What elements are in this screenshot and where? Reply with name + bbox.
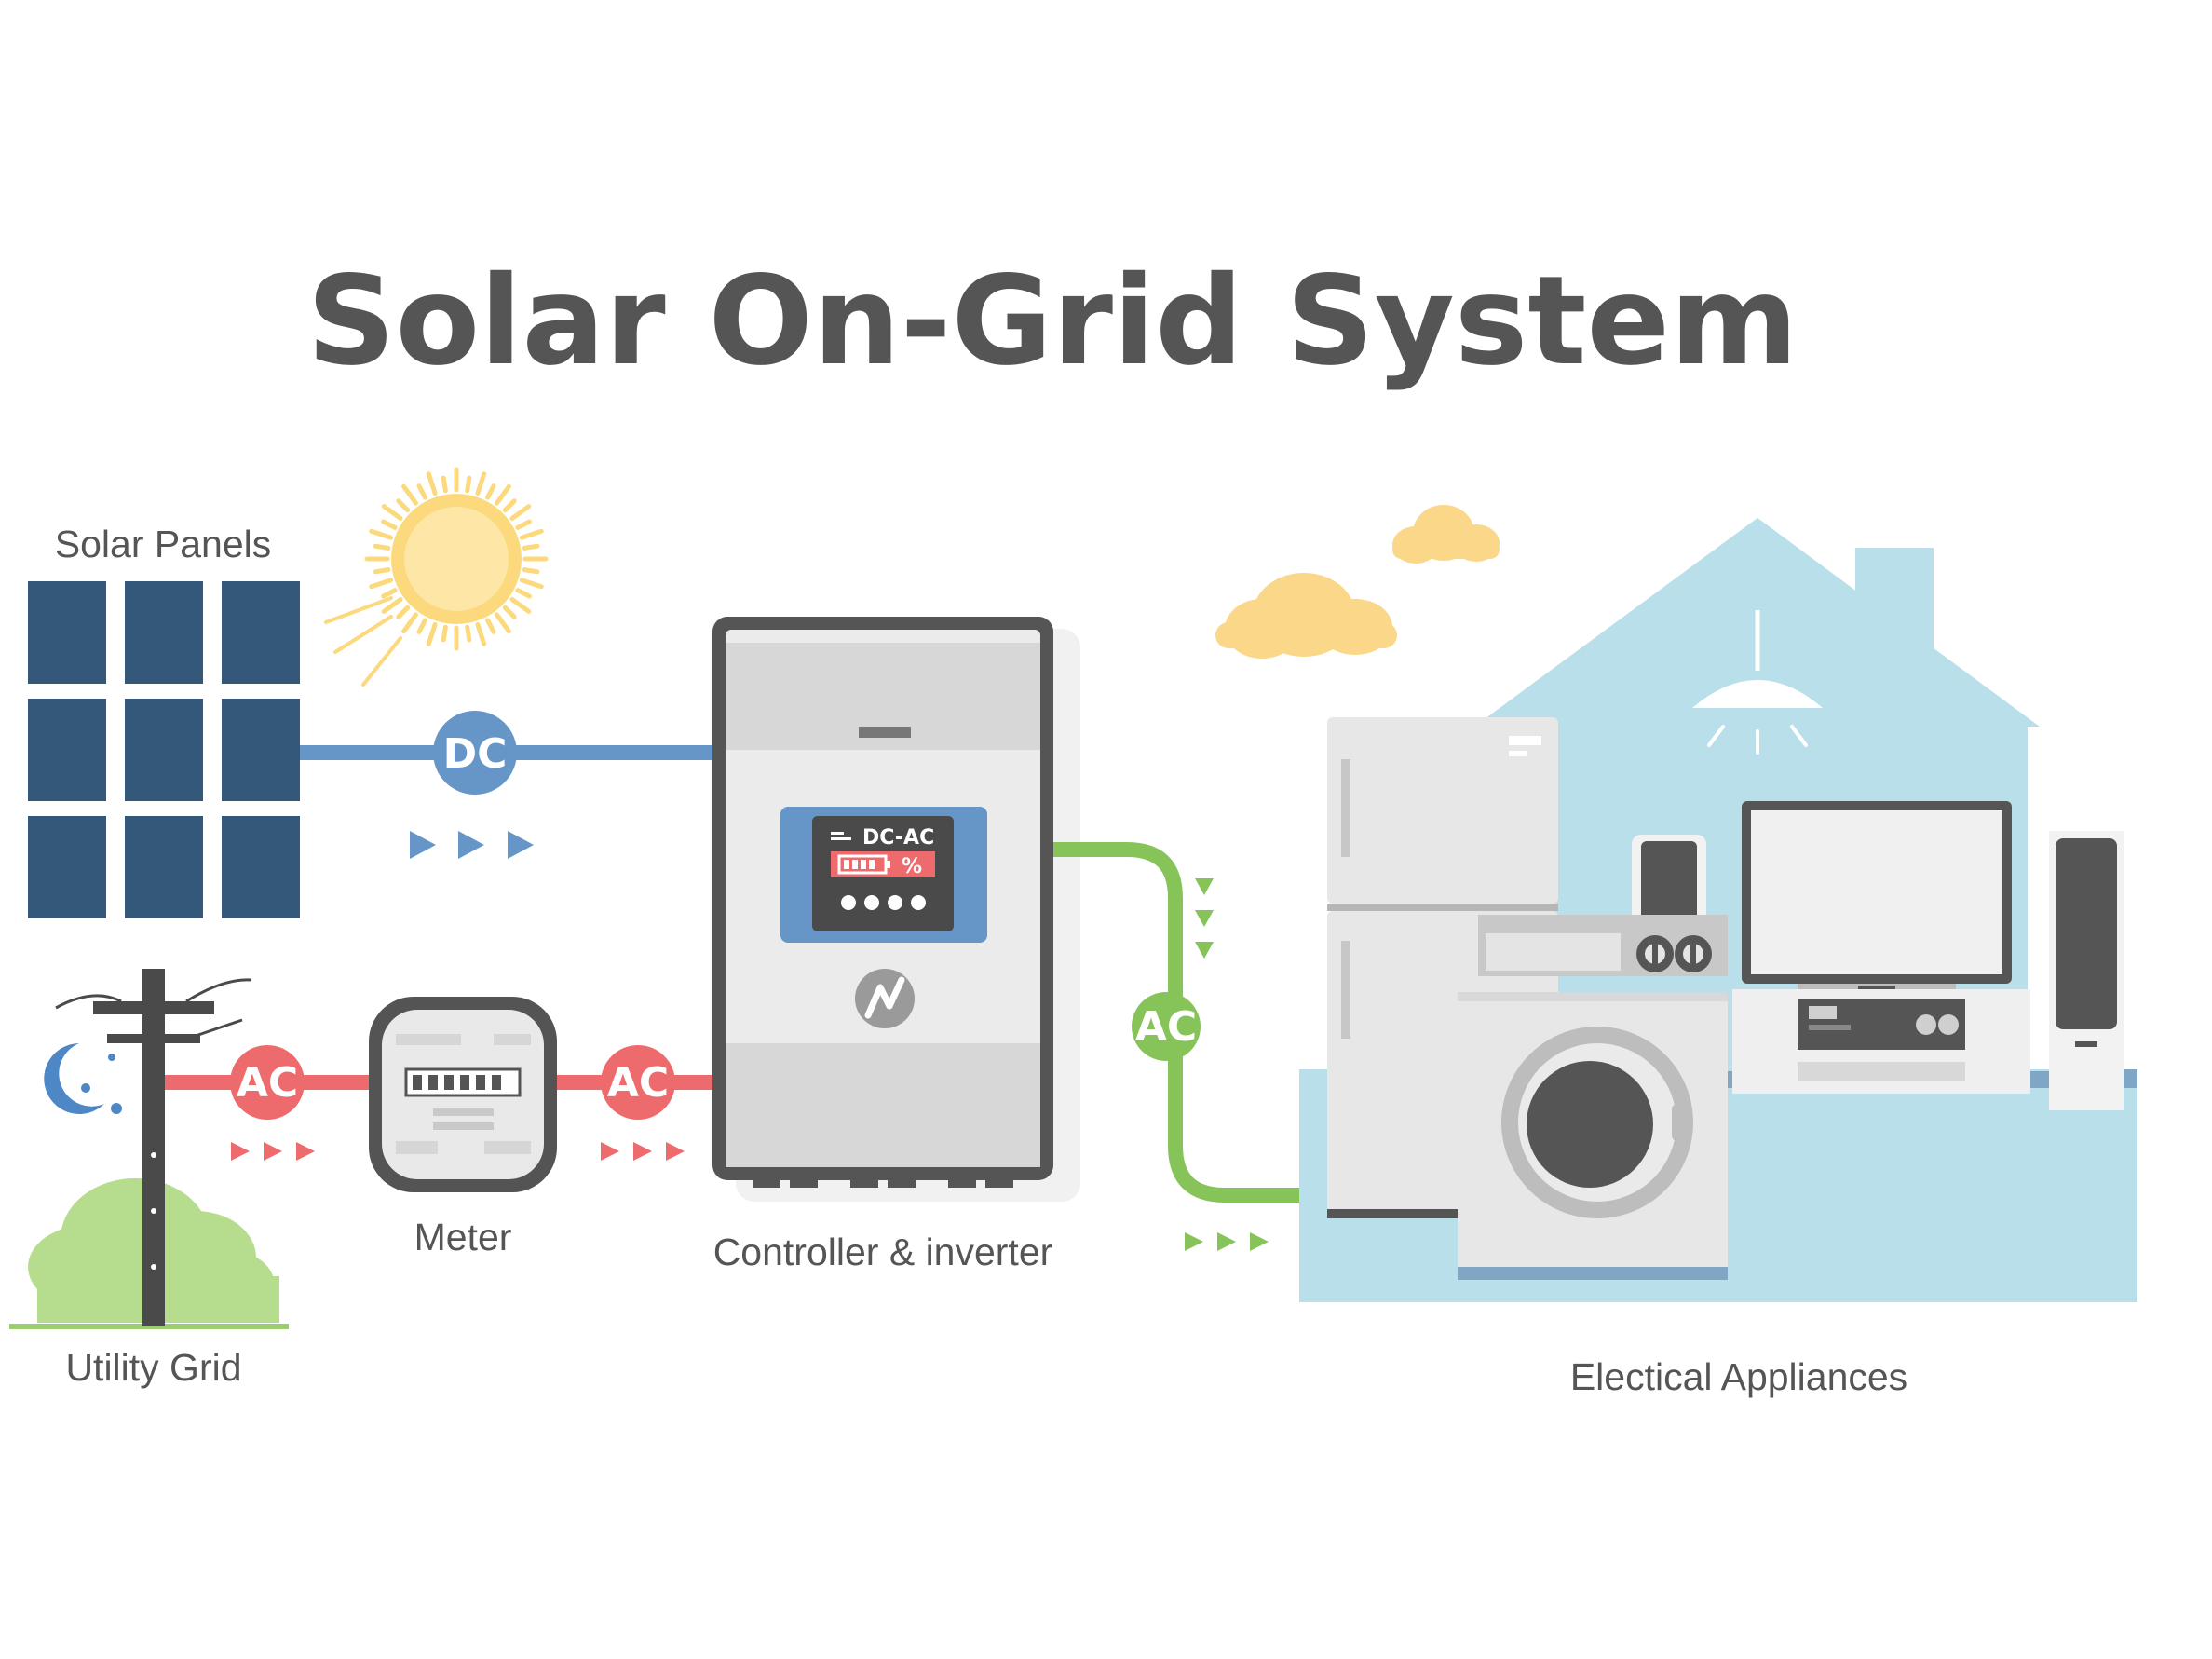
sun-ray <box>485 483 496 500</box>
meter <box>369 997 557 1192</box>
inverter-screen-percent: % <box>902 855 922 878</box>
sun-ray <box>522 543 540 551</box>
stars-icon <box>81 1054 122 1114</box>
sun-ray <box>502 605 517 619</box>
sun-ray <box>502 498 517 513</box>
sun-ray <box>519 578 544 590</box>
dc-connection: DC <box>300 711 717 859</box>
sun-ray <box>373 543 391 551</box>
sun-ray <box>522 567 540 575</box>
sun-ray <box>515 588 532 599</box>
dc-flow-arrows <box>410 831 534 859</box>
sun-ray <box>396 498 411 513</box>
ac-output-badge: AC <box>1135 1003 1197 1051</box>
sun-ray <box>495 612 511 634</box>
utility-grid <box>9 969 289 1329</box>
sun-ray <box>475 471 487 496</box>
ac-grid-flow-arrows <box>231 1142 315 1161</box>
refrigerator <box>1327 717 1558 1218</box>
speaker-tall <box>2049 831 2124 1110</box>
ac-meter-badge: AC <box>607 1059 669 1107</box>
meter-label: Meter <box>414 1216 512 1258</box>
television <box>1742 801 2012 991</box>
sun-ray <box>475 621 487 646</box>
speaker-small <box>1632 835 1706 937</box>
sun-ray <box>426 621 438 646</box>
sun-ray <box>396 605 411 619</box>
inverter-screen-dots <box>841 895 926 910</box>
sun-ray <box>416 618 427 634</box>
ac-grid-connection: AC <box>165 1045 373 1161</box>
electrical-appliances <box>1327 717 2124 1280</box>
sun-ray <box>441 475 448 494</box>
sun-ray <box>495 483 511 506</box>
sun-ray <box>381 597 403 614</box>
sun-ray <box>381 504 403 521</box>
sun-ray <box>465 475 472 494</box>
solar-panels <box>28 581 300 918</box>
sun-ray <box>416 483 427 500</box>
sun-ray <box>519 528 544 540</box>
sun-ray <box>373 567 391 575</box>
inverter-connectors <box>753 1167 1013 1188</box>
sun-ray <box>401 612 418 634</box>
sun-ray <box>509 504 532 521</box>
appliances-label: Electical Appliances <box>1570 1355 1907 1398</box>
sun-ray <box>465 624 472 643</box>
sun-ray <box>381 588 398 599</box>
cloud-icon <box>1215 573 1397 659</box>
dc-badge: DC <box>443 730 508 778</box>
ac-meter-flow-arrows <box>601 1142 685 1161</box>
sun-ray <box>401 483 418 506</box>
inverter-logo-icon <box>855 969 915 1028</box>
ac-grid-badge: AC <box>237 1059 298 1107</box>
sun-rays-icon <box>324 596 402 687</box>
sun-ray <box>485 618 496 634</box>
ac-output-flow-arrows-down <box>1195 878 1214 959</box>
sun-ray <box>369 578 394 590</box>
cloud-icon-small <box>1392 505 1500 564</box>
sun-ray <box>426 471 438 496</box>
sun-ray <box>369 528 394 540</box>
inverter-screen-mode: DC-AC <box>862 826 934 850</box>
moon-icon <box>44 1043 104 1114</box>
controller-label: Controller & inverter <box>713 1231 1053 1273</box>
page-title: Solar On-Grid System <box>306 250 1798 393</box>
ac-output-flow-arrows-right <box>1185 1232 1269 1251</box>
controller-inverter: DC-AC % <box>712 617 1080 1202</box>
ac-output-connection: AC <box>1053 842 1313 1251</box>
sun-ray <box>509 597 532 614</box>
ac-meter-connection: AC <box>557 1045 717 1161</box>
sun-ray <box>381 519 398 530</box>
utility-grid-label: Utility Grid <box>65 1346 241 1389</box>
sun-icon <box>364 467 549 651</box>
battery-icon <box>837 854 890 875</box>
sun-ray <box>441 624 448 643</box>
solar-panels-label: Solar Panels <box>55 523 271 565</box>
washing-machine <box>1458 915 1728 1280</box>
sun-ray <box>515 519 532 530</box>
lamp-icon <box>1692 610 1823 755</box>
tv-cabinet <box>1732 989 2030 1094</box>
